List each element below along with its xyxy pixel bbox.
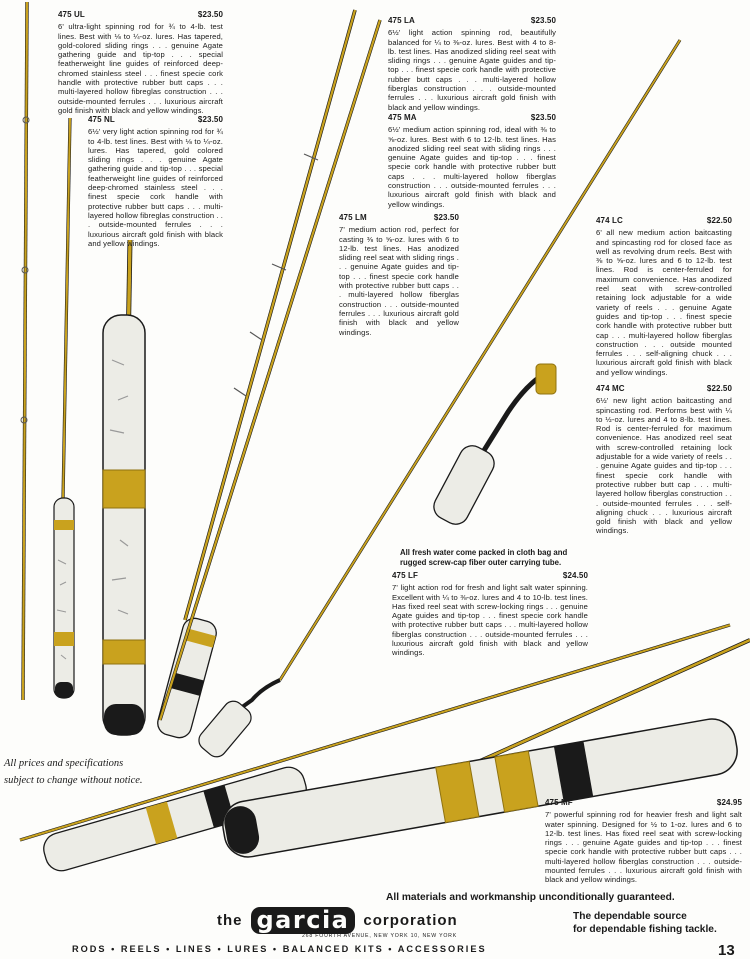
rod-code: 475 MA: [388, 113, 417, 122]
footer-item-accessories: ACCESSORIES: [397, 944, 487, 954]
rod-475-mf-illustration: [222, 638, 750, 858]
rod-code: 474 LC: [596, 216, 623, 225]
brand-address: 268 FOURTH AVENUE, NEW YORK 10, NEW YORK: [302, 933, 457, 939]
rod-entry-475-mf: 475 MF $24.95 7' powerful spinning rod fo…: [545, 798, 742, 885]
rod-large-handle-illustration: [102, 239, 146, 736]
rod-description: 6' ultra-light spinning rod for ¾ to 4-l…: [58, 22, 223, 115]
prices-line-1: All prices and specifications: [4, 758, 124, 769]
tagline: The dependable source for dependable fis…: [573, 910, 717, 936]
garcia-logo: garcia: [250, 907, 356, 934]
rod-475-la-illustration: [157, 9, 357, 739]
rod-code: 474 MC: [596, 384, 625, 393]
rod-code: 475 LM: [339, 213, 367, 222]
guarantee-text: All materials and workmanship unconditio…: [386, 892, 675, 903]
rod-475-ul-illustration: [20, 1, 30, 701]
brand-corporation: corporation: [363, 912, 458, 929]
rod-entry-475-la: 475 LA $23.50 6½' light action spinning r…: [388, 16, 556, 112]
footer-item-balanced-kits: BALANCED KITS: [282, 944, 384, 954]
footer-item-reels: REELS: [120, 944, 162, 954]
rod-code: 475 LA: [388, 16, 415, 25]
footer-item-lines: LINES: [175, 944, 213, 954]
rod-price: $23.50: [433, 213, 459, 222]
rod-description: 7' light action rod for fresh and light …: [392, 583, 588, 658]
brand-the: the: [217, 912, 243, 929]
rod-entry-474-lc: 474 LC $22.50 6' all new medium action ba…: [596, 216, 732, 377]
rod-description: 6½' new light action baitcasting and spi…: [596, 396, 732, 536]
tagline-line-2: for dependable fishing tackle.: [573, 924, 717, 935]
category-footer: RODS • REELS • LINES • LURES • BALANCED …: [72, 944, 487, 954]
rod-description: 6½' very light action spinning rod for ¾…: [88, 127, 223, 248]
prices-disclaimer: All prices and specifications subject to…: [4, 755, 143, 789]
footer-item-lures: LURES: [227, 944, 269, 954]
footer-item-rods: RODS: [72, 944, 107, 954]
rod-price: $23.50: [197, 115, 223, 124]
rod-description: 6' all new medium action baitcasting and…: [596, 228, 732, 377]
rod-price: $23.50: [197, 10, 223, 19]
rod-description: 6½' light action spinning rod, beautiful…: [388, 28, 556, 112]
rod-474-mc-handle-illustration: [433, 363, 557, 525]
rod-price: $24.50: [562, 571, 588, 580]
rod-entry-475-lm: 475 LM $23.50 7' medium action rod, perfe…: [339, 213, 459, 337]
page-number: 13: [718, 942, 735, 959]
rod-price: $22.50: [706, 384, 732, 393]
rod-475-nl-illustration: [53, 117, 75, 699]
rod-475-lm-illustration: [158, 19, 382, 721]
rod-475-lf-illustration: [19, 623, 731, 872]
rod-description: 6½' medium action spinning rod, ideal wi…: [388, 125, 556, 209]
rod-entry-474-mc: 474 MC $22.50 6½' new light action baitca…: [596, 384, 732, 536]
rod-entry-475-nl: 475 NL $23.50 6½' very light action spinn…: [88, 115, 223, 248]
prices-line-2: subject to change without notice.: [4, 775, 143, 786]
packing-note: All fresh water come packed in cloth bag…: [400, 548, 568, 567]
rod-price: $23.50: [530, 113, 556, 122]
rod-entry-475-lf: 475 LF $24.50 7' light action rod for fre…: [392, 571, 588, 658]
rod-code: 475 LF: [392, 571, 418, 580]
rod-code: 475 MF: [545, 798, 573, 807]
rod-entry-475-ul: 475 UL $23.50 6' ultra-light spinning rod…: [58, 10, 223, 115]
tagline-line-1: The dependable source: [573, 911, 687, 922]
rod-474-lc-illustration: [198, 39, 682, 758]
rod-description: 7' powerful spinning rod for heavier fre…: [545, 810, 742, 885]
rod-price: $22.50: [706, 216, 732, 225]
rod-entry-475-ma: 475 MA $23.50 6½' medium action spinning …: [388, 113, 556, 209]
rod-description: 7' medium action rod, perfect for castin…: [339, 225, 459, 337]
rod-price: $24.95: [716, 798, 742, 807]
brand-block: the garcia corporation: [217, 907, 517, 934]
rod-code: 475 NL: [88, 115, 115, 124]
rod-price: $23.50: [530, 16, 556, 25]
rod-code: 475 UL: [58, 10, 85, 19]
